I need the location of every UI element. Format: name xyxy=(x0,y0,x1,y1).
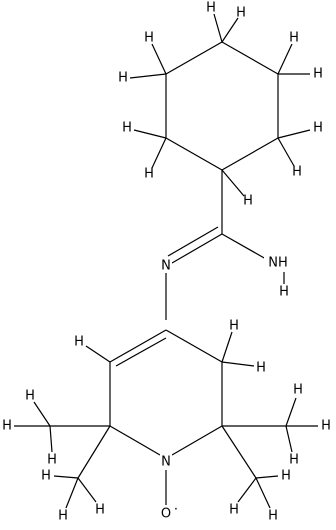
bond-double xyxy=(109,329,167,363)
bond xyxy=(109,425,161,456)
hydrogen-label: H xyxy=(47,453,57,468)
hydrogen-label: H xyxy=(25,389,35,404)
bond-layer xyxy=(14,13,318,509)
bond-h xyxy=(277,43,293,75)
bond xyxy=(165,137,223,171)
hydrogen-label: H xyxy=(268,509,278,524)
bond-h xyxy=(133,129,167,139)
ring-nitrogen-label: N xyxy=(161,455,171,470)
bond-h xyxy=(285,397,297,427)
hydrogen-label: H xyxy=(2,419,12,434)
hydrogen-label: H xyxy=(293,383,303,398)
oxygen-label: O xyxy=(161,507,171,522)
bond-h xyxy=(237,477,257,503)
bond-h xyxy=(65,477,79,509)
hydrogen-label: H xyxy=(256,361,266,376)
bond-h xyxy=(53,475,79,479)
imine-nitrogen-label: N xyxy=(161,259,171,274)
hydrogen-label: H xyxy=(243,194,253,209)
hydrogen-label: H xyxy=(321,419,331,434)
hydrogen-label: H xyxy=(279,285,289,300)
bond-h xyxy=(277,129,311,139)
bond-double xyxy=(167,226,219,257)
hydrogen-label: H xyxy=(122,121,132,136)
bond-h xyxy=(85,345,111,363)
hydrogen-label: H xyxy=(281,469,291,484)
bond-h xyxy=(151,137,167,169)
hydrogen-label: H xyxy=(313,121,323,136)
amine-label: NH xyxy=(268,256,288,271)
bond xyxy=(221,137,279,171)
bond-h xyxy=(151,43,167,75)
hydrogen-label: H xyxy=(118,71,128,86)
hydrogen-label: H xyxy=(289,31,299,46)
bond xyxy=(221,41,279,75)
bond-h xyxy=(255,475,279,479)
radical-dot: · xyxy=(174,503,178,518)
atom-label-layer: H H H H H H H H H H H N NH H H H H N O ·… xyxy=(2,1,331,524)
bond-h xyxy=(221,17,239,43)
bond-h xyxy=(255,477,271,509)
bond xyxy=(221,233,267,260)
bond-h xyxy=(221,169,245,197)
hydrogen-label: H xyxy=(229,503,239,518)
bond-h xyxy=(277,137,295,167)
hydrogen-label: H xyxy=(206,1,216,16)
hydrogen-label: H xyxy=(289,453,299,468)
bond xyxy=(171,425,223,456)
hydrogen-label: H xyxy=(313,67,323,82)
bond xyxy=(77,425,111,479)
bond xyxy=(165,41,223,75)
bond-h xyxy=(221,331,233,363)
bond xyxy=(221,425,257,479)
bond xyxy=(165,329,223,363)
bond-double xyxy=(115,337,167,367)
hydrogen-label: H xyxy=(229,319,239,334)
bond-h xyxy=(213,13,223,43)
hydrogen-label: H xyxy=(144,167,154,182)
hydrogen-label: H xyxy=(74,335,84,350)
bond-h xyxy=(77,477,97,503)
hydrogen-label: H xyxy=(236,6,246,21)
bond-h xyxy=(285,425,293,453)
bond-h xyxy=(33,401,51,427)
bond-h xyxy=(49,425,53,453)
bond-h xyxy=(221,361,255,367)
hydrogen-label: H xyxy=(95,503,105,518)
hydrogen-label: H xyxy=(41,469,51,484)
hydrogen-label: H xyxy=(144,31,154,46)
bond-double xyxy=(171,233,223,264)
hydrogen-label: H xyxy=(58,509,68,524)
hydrogen-label: H xyxy=(292,165,302,180)
bond-h xyxy=(129,73,167,79)
